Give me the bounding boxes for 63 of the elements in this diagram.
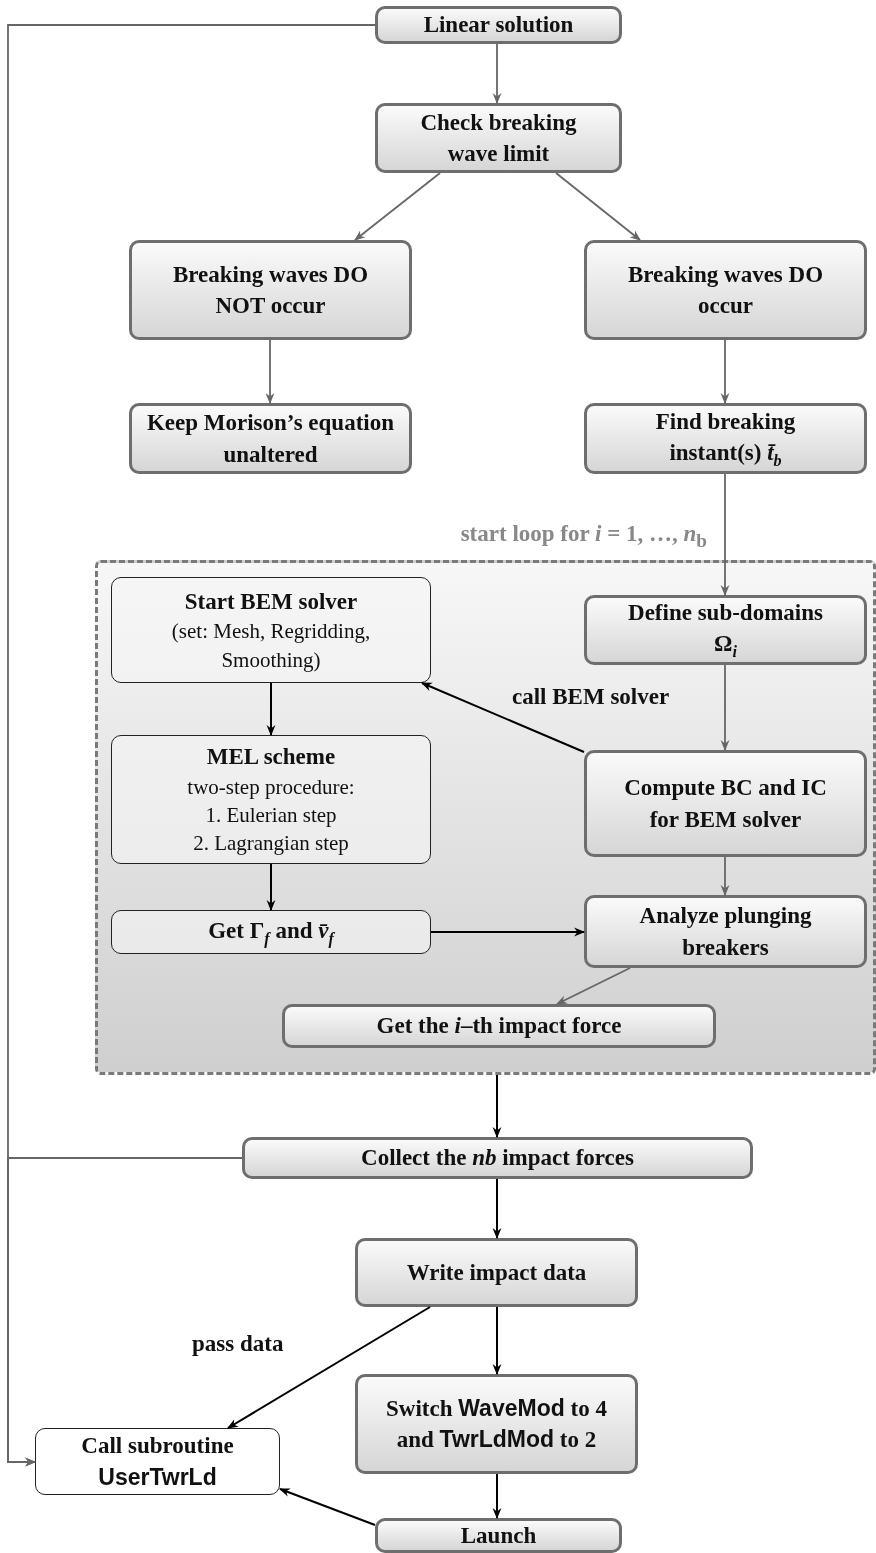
arrow	[720, 473, 730, 597]
process-box	[355, 1238, 638, 1307]
process-box	[129, 403, 412, 474]
node-title: Collect the nb impact forces	[360, 1144, 635, 1173]
process-box	[111, 577, 431, 683]
node-title: Find breaking instant(s) t̄$_{b}$	[654, 407, 797, 471]
edge-label: pass data	[192, 1331, 284, 1357]
node-title: MEL scheme	[205, 743, 337, 772]
node-title: Launch	[459, 1522, 538, 1550]
arrow	[720, 664, 730, 752]
node-title: Breaking waves DO occur	[626, 260, 825, 320]
arrow	[421, 682, 585, 753]
node-title: Analyze plunging breakers	[638, 902, 813, 962]
node-title: Start BEM solver	[183, 588, 359, 617]
node-text: two-step procedure:	[187, 773, 355, 801]
node-title: Call subroutine UserTwrLd	[80, 1432, 235, 1492]
node-title: Get the i–th impact force	[375, 1012, 623, 1041]
node-text: 2. Lagrangian step	[193, 830, 349, 858]
node-title: Check breaking wave limit	[419, 108, 578, 168]
arrow	[7, 1157, 243, 1467]
process-box	[375, 6, 622, 44]
arrow	[492, 1306, 502, 1376]
arrow	[492, 1473, 502, 1520]
arrow	[492, 1178, 502, 1240]
loop-heading: start loop for i = 1, …, n$_{b}$	[460, 521, 707, 552]
node-title: Get Γ$_{f}$ and v̄$_{f}$	[207, 916, 336, 950]
node-title: Define sub-domains Ω$_{i}$	[627, 599, 824, 662]
process-box	[111, 910, 431, 954]
arrow	[266, 863, 276, 912]
node-title: Linear solution	[422, 11, 575, 40]
node-title: Write impact data	[405, 1258, 588, 1287]
node-title: Breaking waves DO NOT occur	[171, 260, 370, 320]
arrow	[720, 339, 730, 405]
node-title: Switch WaveMod to 4 and TwrLdMod to 2	[385, 1393, 608, 1454]
process-box	[584, 403, 867, 474]
process-box	[282, 1004, 716, 1048]
arrow	[265, 339, 275, 405]
process-box	[355, 1374, 638, 1474]
arrow	[556, 967, 631, 1005]
arrow	[278, 1488, 376, 1526]
process-box	[375, 1518, 622, 1553]
process-box	[584, 895, 867, 968]
arrow	[227, 1306, 431, 1429]
arrow	[492, 43, 502, 105]
process-box	[35, 1428, 280, 1495]
node-text: (set: Mesh, Regridding, Smoothing)	[170, 618, 372, 674]
arrow	[430, 927, 586, 937]
process-box	[584, 595, 867, 665]
process-box	[111, 735, 431, 864]
arrow	[266, 682, 276, 737]
arrow	[492, 1074, 502, 1139]
node-title: Keep Morison’s equation unaltered	[145, 409, 395, 469]
process-box	[242, 1137, 753, 1179]
node-text: 1. Eulerian step	[205, 801, 337, 829]
process-box	[129, 240, 412, 340]
process-box	[375, 103, 622, 173]
arrow	[555, 172, 641, 241]
node-title: Compute BC and IC for BEM solver	[623, 774, 828, 834]
arrow	[720, 856, 730, 897]
process-box	[584, 750, 867, 857]
arrow	[354, 172, 441, 241]
edge-label: call BEM solver	[512, 684, 670, 710]
process-box	[584, 240, 867, 340]
